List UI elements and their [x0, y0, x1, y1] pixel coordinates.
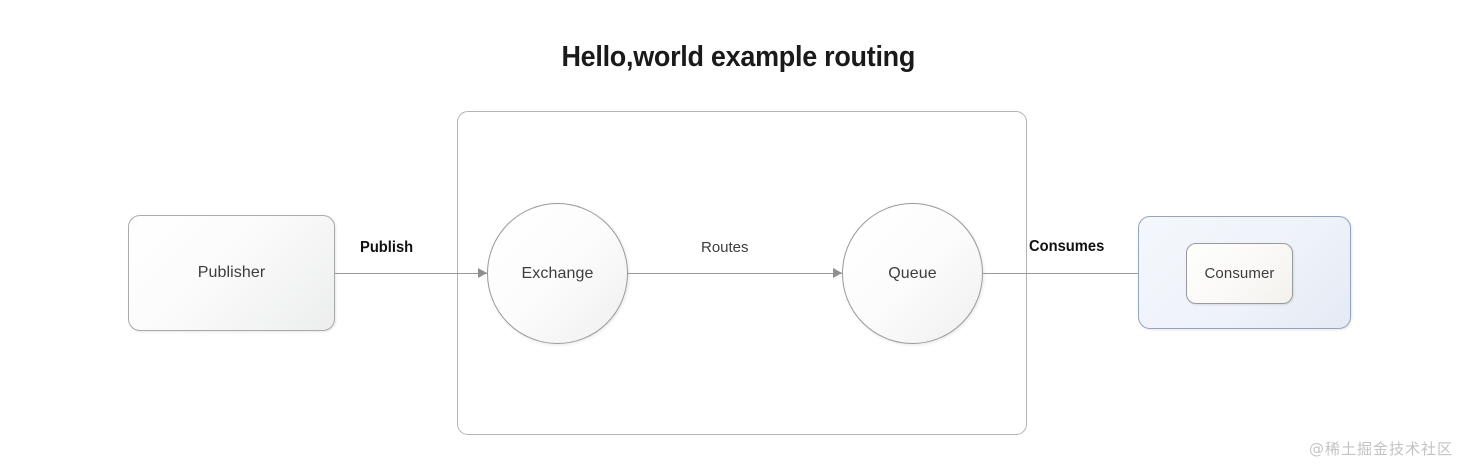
node-consumer[interactable]: Consumer — [1186, 243, 1293, 304]
edge-routes-line — [628, 273, 842, 274]
node-queue[interactable]: Queue — [842, 203, 983, 344]
node-publisher-label: Publisher — [197, 264, 266, 281]
node-exchange-label: Exchange — [521, 264, 594, 282]
watermark: @稀土掘金技术社区 — [1308, 440, 1453, 458]
edge-publish-line — [335, 273, 487, 274]
node-queue-label: Queue — [888, 264, 937, 282]
edge-consumes-line — [983, 273, 1186, 274]
arrowhead-to-exchange-icon — [478, 268, 487, 278]
page-title: Hello,world example routing — [561, 41, 916, 73]
edge-publish-label: Publish — [360, 239, 414, 256]
node-publisher[interactable]: Publisher — [128, 215, 335, 331]
arrowhead-to-queue-icon — [833, 268, 842, 278]
node-exchange[interactable]: Exchange — [487, 203, 628, 344]
node-consumer-label: Consumer — [1204, 265, 1275, 282]
edge-routes-label: Routes — [701, 239, 749, 256]
edge-consumes-label: Consumes — [1029, 238, 1105, 255]
